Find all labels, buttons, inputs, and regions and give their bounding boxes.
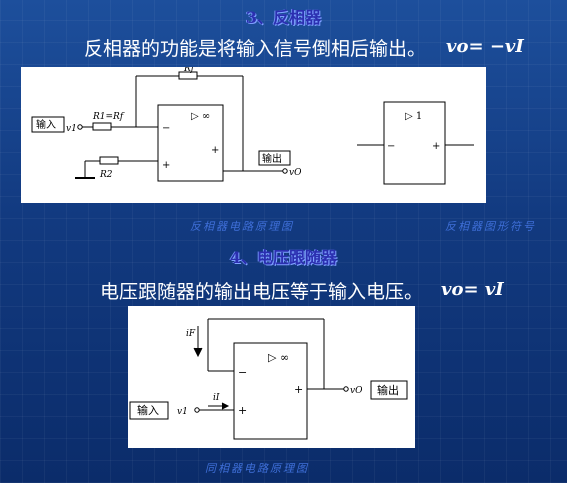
if-label: iF xyxy=(186,329,196,339)
inverter-circuit-svg: 输入 v1 R1=Rf Rf R2 ▷ ∞ − + + 输出 vO ▷ 1 − … xyxy=(31,64,474,185)
inverter-output-box-label: 输出 xyxy=(262,152,282,165)
section-title-follower: 4、电压跟随器 xyxy=(229,248,338,267)
symbol-amp-label: ▷ 1 xyxy=(405,111,422,122)
r1-label: R1=Rf xyxy=(92,112,125,122)
follower-amp-symbol: ▷ ∞ xyxy=(268,351,289,364)
inverter-symbol-box xyxy=(383,101,446,185)
if-arrow xyxy=(193,347,203,358)
inverter-input-box xyxy=(31,116,65,133)
follower-minus-input: − xyxy=(238,366,247,379)
inverter-output-terminal xyxy=(282,168,288,174)
follower-vi-label: v1 xyxy=(177,407,188,417)
inverter-output-box xyxy=(258,150,291,166)
follower-statement: 电压跟随器的输出电压等于输入电压。 xyxy=(100,281,424,303)
resistor-r2 xyxy=(99,156,119,165)
follower-formula: vo= vI xyxy=(441,279,504,300)
inverter-circuit-caption: 反相器电路原理图 xyxy=(190,220,294,233)
ii-arrow xyxy=(221,402,230,410)
inverter-statement: 反相器的功能是将输入信号倒相后输出。 xyxy=(84,38,427,60)
follower-circuit-svg: iF iI 输入 v1 输出 vO ▷ ∞ − + + xyxy=(129,318,408,440)
inverter-minus-input: − xyxy=(162,123,170,134)
inverter-formula: vo= −vI xyxy=(446,36,524,57)
inverter-opamp-box xyxy=(157,104,224,182)
follower-output-box xyxy=(370,380,408,400)
inverter-input-box-label: 输入 xyxy=(36,118,56,131)
follower-output-terminal xyxy=(343,386,349,392)
section-title-inverter: 3、反相器 xyxy=(245,8,322,27)
inverter-plus-output: + xyxy=(211,145,219,156)
follower-input-box-label: 输入 xyxy=(137,403,159,417)
inverter-amp-symbol: ▷ ∞ xyxy=(191,111,210,122)
inverter-input-terminal xyxy=(77,124,83,130)
follower-plus-output: + xyxy=(294,383,303,396)
follower-vo-label: vO xyxy=(350,386,363,396)
follower-plus-input: + xyxy=(238,404,247,417)
r2-label: R2 xyxy=(99,170,113,180)
follower-output-box-label: 输出 xyxy=(377,383,399,397)
rf-label: Rf xyxy=(183,67,196,74)
symbol-minus-input: − xyxy=(387,141,395,152)
inverter-vi-label: v1 xyxy=(66,124,77,134)
inverter-plus-input: + xyxy=(162,160,170,171)
resistor-r1 xyxy=(92,122,112,131)
inverter-diagram-panel: 输入 v1 R1=Rf Rf R2 ▷ ∞ − + + 输出 vO ▷ 1 − … xyxy=(21,64,486,203)
inverter-symbol-caption: 反相器图形符号 xyxy=(445,220,536,233)
follower-opamp-box xyxy=(233,342,308,440)
follower-diagram-panel: iF iI 输入 v1 输出 vO ▷ ∞ − + + xyxy=(128,306,415,448)
inverter-vo-label: vO xyxy=(289,168,302,178)
ii-label: iI xyxy=(213,393,220,403)
follower-circuit-caption: 同相器电路原理图 xyxy=(205,462,309,475)
symbol-plus-output: + xyxy=(432,141,440,152)
follower-input-terminal xyxy=(194,407,200,413)
follower-input-box xyxy=(129,401,169,420)
